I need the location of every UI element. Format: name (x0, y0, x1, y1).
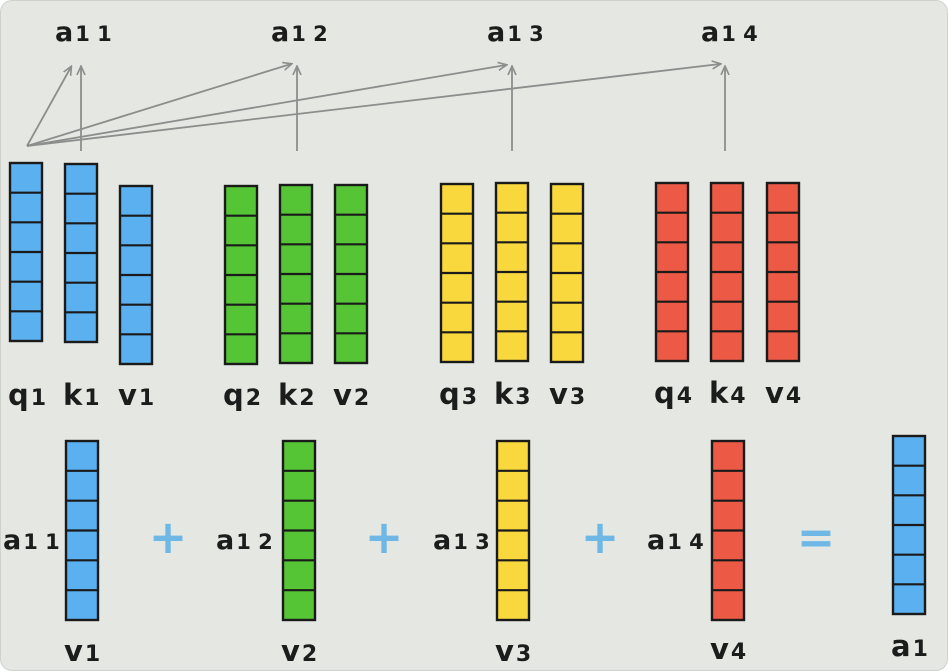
vector-label-v3: v3 (549, 377, 585, 411)
vector-label-k3: k3 (494, 377, 531, 411)
vector-q4 (654, 181, 690, 363)
vector-q2 (223, 184, 259, 366)
vector-k2 (278, 183, 314, 365)
vector-label-v4: v4 (765, 376, 801, 410)
vector-columns (8, 161, 927, 622)
output-vector-a1 (891, 434, 927, 616)
attention-label-a12: a1 2 (271, 17, 328, 48)
vector-k3 (494, 181, 530, 363)
vector-label-k1: k1 (63, 378, 100, 412)
attention-label-a14: a1 4 (701, 17, 758, 48)
attention-arrows (26, 64, 725, 151)
bottom-label-v4: v4 (710, 632, 746, 666)
labels: a1 1 a1 2 a1 3 a1 4 q1 k1 v1 q2 k2 v2 q3 k3 v3 q4 k4 v4… (3, 17, 928, 668)
equals-operator: = (797, 510, 836, 564)
attention-label-a13: a1 3 (487, 17, 544, 48)
plus-operator: + (149, 510, 188, 564)
query-arrow-2 (26, 64, 291, 147)
bottom-label-v3: v3 (495, 634, 531, 668)
query-arrow-3 (26, 65, 506, 147)
plus-operator: + (581, 510, 620, 564)
bottom-vector-v4 (710, 439, 746, 622)
weight-label-a13: a1 3 (433, 525, 490, 556)
vector-k4 (709, 181, 745, 363)
vector-q3 (439, 182, 475, 364)
vector-label-q3: q3 (439, 377, 477, 411)
vector-label-v1: v1 (118, 378, 154, 412)
vector-v4 (765, 181, 801, 363)
vector-label-k2: k2 (278, 378, 315, 412)
plus-operator: + (365, 510, 404, 564)
bottom-label-v1: v1 (64, 634, 100, 668)
vector-label-v2: v2 (333, 378, 369, 412)
output-label-a1: a1 (891, 629, 928, 663)
bottom-vector-v1 (64, 439, 100, 622)
vector-v3 (549, 182, 585, 364)
weight-label-a12: a1 2 (216, 525, 273, 556)
vector-v2 (333, 183, 369, 365)
vector-label-q1: q1 (8, 378, 46, 412)
vector-label-q4: q4 (654, 376, 692, 410)
query-arrow-4 (26, 64, 720, 147)
bottom-label-v2: v2 (281, 634, 317, 668)
vector-k1 (63, 162, 99, 344)
attention-label-a11: a1 1 (55, 17, 112, 48)
query-arrow-1 (26, 67, 71, 147)
weight-label-a14: a1 4 (647, 525, 704, 556)
vector-label-q2: q2 (223, 378, 261, 412)
weight-label-a11: a1 1 (3, 525, 60, 556)
bottom-vector-v3 (495, 439, 531, 622)
operators: + + + = (149, 510, 836, 564)
vector-v1 (118, 184, 154, 366)
bottom-vector-v2 (281, 439, 317, 622)
vector-label-k4: k4 (709, 376, 746, 410)
vector-q1 (8, 161, 44, 343)
